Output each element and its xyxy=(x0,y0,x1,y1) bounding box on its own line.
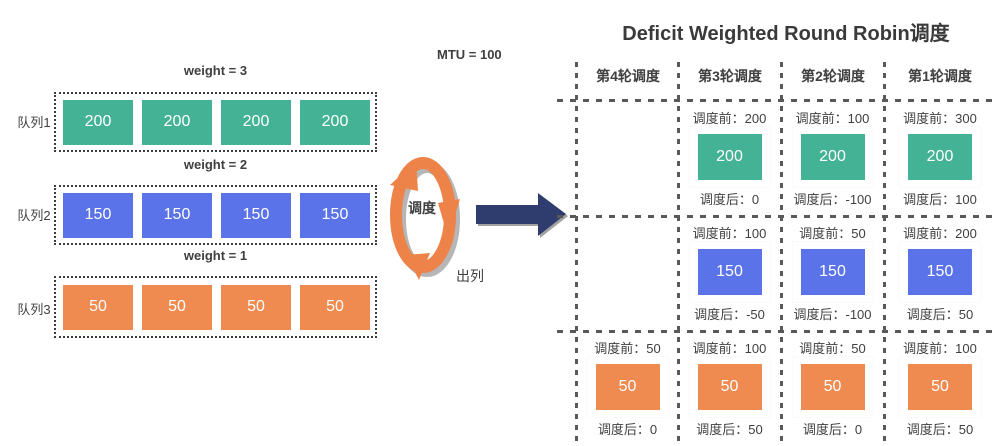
cell-queue1-round3: 调度前：200 200 调度后：0 xyxy=(680,103,779,215)
column-header-round2: 第2轮调度 xyxy=(801,68,865,84)
queue3-weight-label: weight = 1 xyxy=(183,248,248,263)
cell-queue3-round4: 调度前：50 50 调度后：0 xyxy=(578,333,677,445)
queue1-packet: 200 xyxy=(63,99,133,145)
queue2-weight-label: weight = 2 xyxy=(183,157,248,172)
after-value: 调度后：-100 xyxy=(793,307,872,322)
scheduled-packet: 200 xyxy=(697,134,762,180)
scheduled-packet: 50 xyxy=(800,364,865,410)
after-value: 调度后：50 xyxy=(696,422,763,437)
packet-frame: 150 xyxy=(689,242,770,302)
queue3-packet: 50 xyxy=(142,284,212,330)
queue3-label: 队列3 xyxy=(17,302,51,317)
cell-queue2-round1: 调度前：200 150 调度后：50 xyxy=(886,218,994,330)
after-value: 调度后：-100 xyxy=(793,192,872,207)
cell-queue1-round2: 调度前：100 200 调度后：-100 xyxy=(783,103,882,215)
cell-queue2-round2: 调度前：50 150 调度后：-100 xyxy=(783,218,882,330)
queue3-packet: 50 xyxy=(63,284,133,330)
grid-hline xyxy=(557,330,995,333)
right-arrow-icon xyxy=(476,193,566,236)
cycle-arrow-icon xyxy=(390,157,460,280)
cell-queue3-round3: 调度前：100 50 调度后：50 xyxy=(680,333,779,445)
queue2-label: 队列2 xyxy=(17,208,51,223)
column-header-round3: 第3轮调度 xyxy=(698,68,762,84)
packet-frame: 50 xyxy=(792,357,873,417)
queue2-packet: 150 xyxy=(221,192,291,238)
before-value: 调度前：50 xyxy=(799,226,866,241)
scheduled-packet: 50 xyxy=(908,364,972,410)
before-value: 调度前：100 xyxy=(692,226,767,241)
scheduled-packet: 150 xyxy=(697,249,762,295)
cell-queue3-round2: 调度前：50 50 调度后：0 xyxy=(783,333,882,445)
packet-frame: 200 xyxy=(689,127,770,187)
before-value: 调度前：300 xyxy=(903,111,977,126)
cycle-label: 调度 xyxy=(408,200,436,216)
after-value: 调度后：50 xyxy=(906,422,974,437)
dequeue-label: 出列 xyxy=(456,268,484,284)
queue1-packet: 200 xyxy=(221,99,291,145)
grid-vline xyxy=(883,62,886,442)
diagram-title: Deficit Weighted Round Robin调度 xyxy=(622,23,950,45)
packet-frame: 150 xyxy=(792,242,873,302)
before-value: 调度前：50 xyxy=(594,341,661,356)
column-header-round4: 第4轮调度 xyxy=(596,68,660,84)
grid-hline xyxy=(557,99,995,102)
packet-frame: 200 xyxy=(900,127,980,187)
packet-frame: 150 xyxy=(900,242,980,302)
packet-frame: 50 xyxy=(587,357,668,417)
before-value: 调度前：200 xyxy=(692,111,767,126)
cell-queue2-round3: 调度前：100 150 调度后：-50 xyxy=(680,218,779,330)
queue3-container: 50 50 50 50 xyxy=(54,276,377,338)
after-value: 调度后：-50 xyxy=(694,307,765,322)
before-value: 调度前：100 xyxy=(903,341,977,356)
scheduled-packet: 150 xyxy=(800,249,865,295)
grid-vline xyxy=(677,62,680,442)
grid-vline xyxy=(780,62,783,442)
before-value: 调度前：50 xyxy=(799,341,866,356)
grid-vline xyxy=(575,62,578,442)
queue1-weight-label: weight = 3 xyxy=(183,63,248,78)
scheduled-packet: 50 xyxy=(595,364,660,410)
scheduled-packet: 50 xyxy=(697,364,762,410)
grid-hline xyxy=(557,215,995,218)
after-value: 调度后：0 xyxy=(699,192,760,207)
after-value: 调度后：100 xyxy=(903,192,977,207)
queue2-packet: 150 xyxy=(300,192,370,238)
queue1-packet: 200 xyxy=(142,99,212,145)
before-value: 调度前：200 xyxy=(903,226,977,241)
packet-frame: 50 xyxy=(900,357,980,417)
mtu-label: MTU = 100 xyxy=(437,47,502,62)
cell-queue1-round1: 调度前：300 200 调度后：100 xyxy=(886,103,994,215)
cell-queue3-round1: 调度前：100 50 调度后：50 xyxy=(886,333,994,445)
before-value: 调度前：100 xyxy=(795,111,870,126)
scheduled-packet: 200 xyxy=(800,134,865,180)
queue1-container: 200 200 200 200 xyxy=(54,92,377,152)
queue1-packet: 200 xyxy=(300,99,370,145)
packet-frame: 50 xyxy=(689,357,770,417)
before-value: 调度前：100 xyxy=(692,341,767,356)
queue3-packet: 50 xyxy=(221,284,291,330)
queue2-container: 150 150 150 150 xyxy=(54,185,377,245)
after-value: 调度后：50 xyxy=(906,307,974,322)
scheduled-packet: 200 xyxy=(908,134,972,180)
queue3-packet: 50 xyxy=(300,284,370,330)
column-header-round1: 第1轮调度 xyxy=(908,68,972,84)
queue2-packet: 150 xyxy=(142,192,212,238)
scheduled-packet: 150 xyxy=(908,249,972,295)
queue2-packet: 150 xyxy=(63,192,133,238)
after-value: 调度后：0 xyxy=(802,422,863,437)
packet-frame: 200 xyxy=(792,127,873,187)
queue1-label: 队列1 xyxy=(17,115,51,130)
after-value: 调度后：0 xyxy=(597,422,658,437)
